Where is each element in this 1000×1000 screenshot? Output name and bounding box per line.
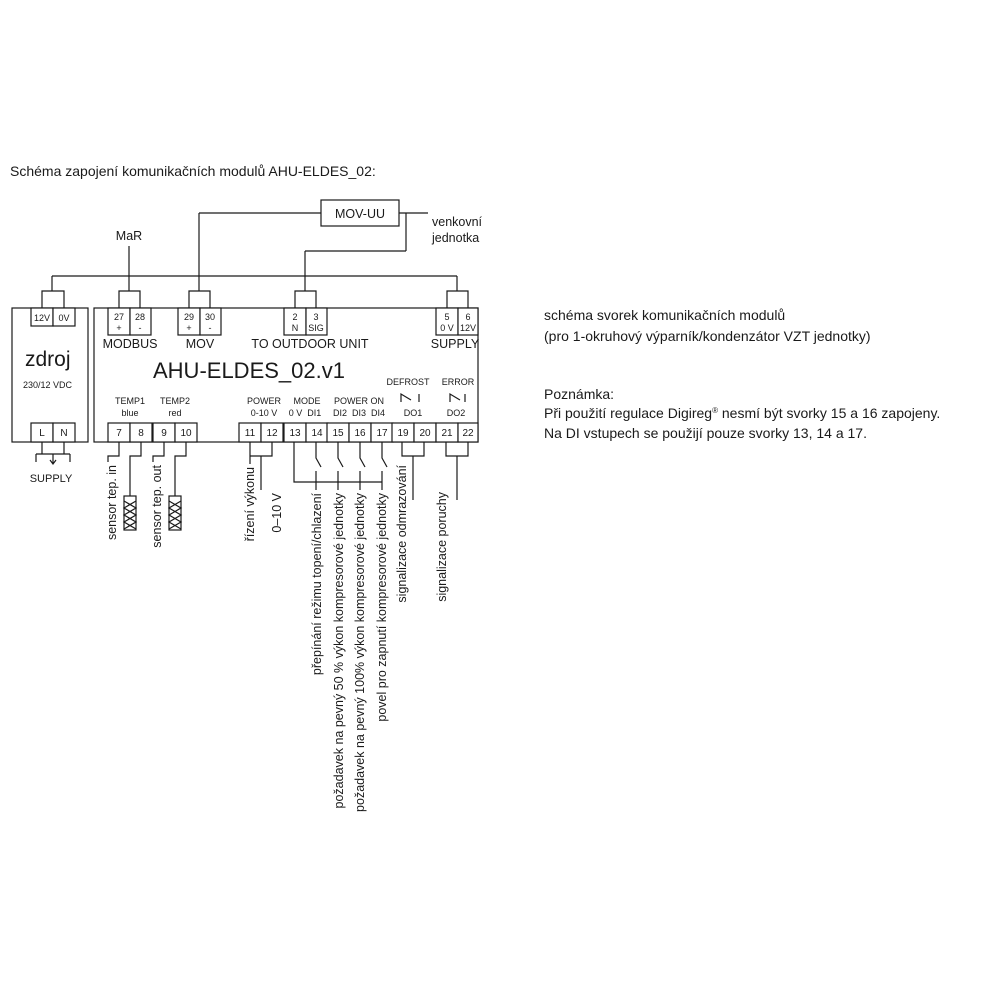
outdoor-unit-terminal-label: TO OUTDOOR UNIT	[251, 337, 368, 351]
psu-terminal-0v: 0V	[58, 313, 69, 323]
psu-name: zdroj	[25, 348, 71, 371]
power-label: POWER	[247, 396, 282, 406]
terminal-29-polarity: +	[186, 323, 191, 333]
power-on-inputs: DI2 DI3 DI4	[333, 408, 385, 418]
note-line-2: Na DI vstupech se použijí pouze svorky 1…	[544, 425, 867, 441]
terminal-5-voltage: 0 V	[440, 323, 454, 333]
modbus-label: MODBUS	[103, 337, 158, 351]
power-on-label: POWER ON	[334, 396, 384, 406]
terminal-27: 27	[114, 312, 124, 322]
terminal-29: 29	[184, 312, 194, 322]
terminal-2-signal: N	[292, 323, 299, 333]
mode-label: MODE	[294, 396, 321, 406]
side-subtitle: (pro 1-okruhový výparník/kondenzátor VZT…	[544, 328, 871, 344]
terminal-number-9: 9	[161, 428, 167, 439]
note-line-1-start: Při použití regulace Digireg	[544, 405, 712, 421]
page-title: Schéma zapojení komunikačních modulů AHU…	[10, 163, 376, 179]
mov-label: MOV	[186, 337, 215, 351]
sensor-in-label: sensor tep. in	[105, 465, 119, 540]
sensor-in-symbol	[123, 495, 137, 531]
side-title: schéma svorek komunikačních modulů	[544, 307, 785, 323]
defrost-label: DEFROST	[386, 377, 430, 387]
sensor-out-symbol	[168, 495, 182, 531]
do2-label: DO2	[447, 408, 466, 418]
outdoor-unit-label-1: venkovní	[432, 215, 483, 229]
mar-label: MaR	[116, 229, 142, 243]
terminal-number-8: 8	[138, 428, 144, 439]
terminal-number-15: 15	[332, 428, 344, 439]
terminal-2: 2	[292, 312, 297, 322]
terminal-27-polarity: +	[116, 323, 121, 333]
temp1-label: TEMP1	[115, 396, 145, 406]
psu-terminal-12v: 12V	[34, 313, 50, 323]
psu-voltage: 230/12 VDC	[23, 380, 73, 390]
terminal-number-19: 19	[397, 428, 409, 439]
terminal-number-11: 11	[245, 428, 256, 439]
voltage-range-label: 0–10 V	[270, 492, 284, 532]
note-line-1: Při použití regulace Digireg® nesmí být …	[544, 405, 940, 421]
sensor-out-label: sensor tep. out	[150, 464, 164, 547]
psu-supply-label: SUPPLY	[30, 473, 73, 485]
connector-tabs	[41, 290, 469, 308]
outdoor-unit-label-2: jednotka	[431, 231, 479, 245]
terminal-number-12: 12	[266, 428, 278, 439]
prepinani-label: přepínání režimu topení/chlazení	[310, 492, 324, 675]
odmrazovani-label: signalizace odmrazování	[395, 464, 409, 602]
note-line-1-end: nesmí být svorky 15 a 16 zapojeny.	[718, 405, 940, 421]
power-range: 0-10 V	[251, 408, 278, 418]
terminal-number-17: 17	[376, 428, 388, 439]
power-supply-block: 12V 0V zdroj 230/12 VDC L N SUPPLY	[11, 307, 89, 485]
terminal-30-polarity: -	[209, 323, 212, 333]
temp1-color: blue	[121, 408, 138, 418]
terminal-number-21: 21	[441, 428, 453, 439]
note-heading: Poznámka:	[544, 386, 614, 402]
temp2-color: red	[168, 408, 181, 418]
terminal-number-20: 20	[419, 428, 431, 439]
pozadavek-100-label: požadavek na pevný 100% výkon kompresoro…	[353, 492, 367, 812]
bottom-wiring	[107, 442, 469, 531]
terminal-number-10: 10	[180, 428, 192, 439]
relay-symbols	[400, 392, 466, 402]
psu-terminal-l: L	[39, 428, 45, 439]
mov-uu-box	[320, 199, 400, 227]
terminal-6: 6	[465, 312, 470, 322]
terminal-30: 30	[205, 312, 215, 322]
top-terminal-blocks	[107, 307, 479, 336]
bottom-terminal-strip: 7 8 9 10 11 12 13 14 15 16 17 19 20 21 22	[107, 422, 479, 443]
mov-uu-label: MOV-UU	[335, 207, 385, 221]
terminal-3-signal: SIG	[308, 323, 324, 333]
supply-terminal-label: SUPPLY	[431, 337, 480, 351]
temp2-label: TEMP2	[160, 396, 190, 406]
pozadavek-50-label: požadavek na pevný 50 % výkon kompresoro…	[332, 492, 346, 808]
mode-inputs: 0 V DI1	[289, 408, 322, 418]
error-label: ERROR	[442, 377, 475, 387]
terminal-number-14: 14	[311, 428, 323, 439]
terminal-5: 5	[444, 312, 449, 322]
vertical-labels: sensor tep. in sensor tep. out řízení vý…	[105, 464, 449, 811]
terminal-28-polarity: -	[139, 323, 142, 333]
terminal-3: 3	[313, 312, 318, 322]
terminal-28: 28	[135, 312, 145, 322]
module-name: AHU-ELDES_02.v1	[153, 358, 345, 383]
rizeni-label: řízení výkonu	[243, 467, 257, 541]
registered-mark: ®	[712, 406, 718, 415]
terminal-number-7: 7	[116, 428, 122, 439]
terminal-number-16: 16	[354, 428, 366, 439]
povel-label: povel pro zapnutí kompresorové jednotky	[375, 492, 389, 721]
top-wiring	[51, 212, 458, 293]
terminal-6-voltage: 12V	[460, 323, 476, 333]
do1-label: DO1	[404, 408, 423, 418]
terminal-number-22: 22	[462, 428, 474, 439]
poruchy-label: signalizace poruchy	[435, 491, 449, 602]
terminal-number-13: 13	[289, 428, 301, 439]
psu-terminal-n: N	[60, 428, 67, 439]
